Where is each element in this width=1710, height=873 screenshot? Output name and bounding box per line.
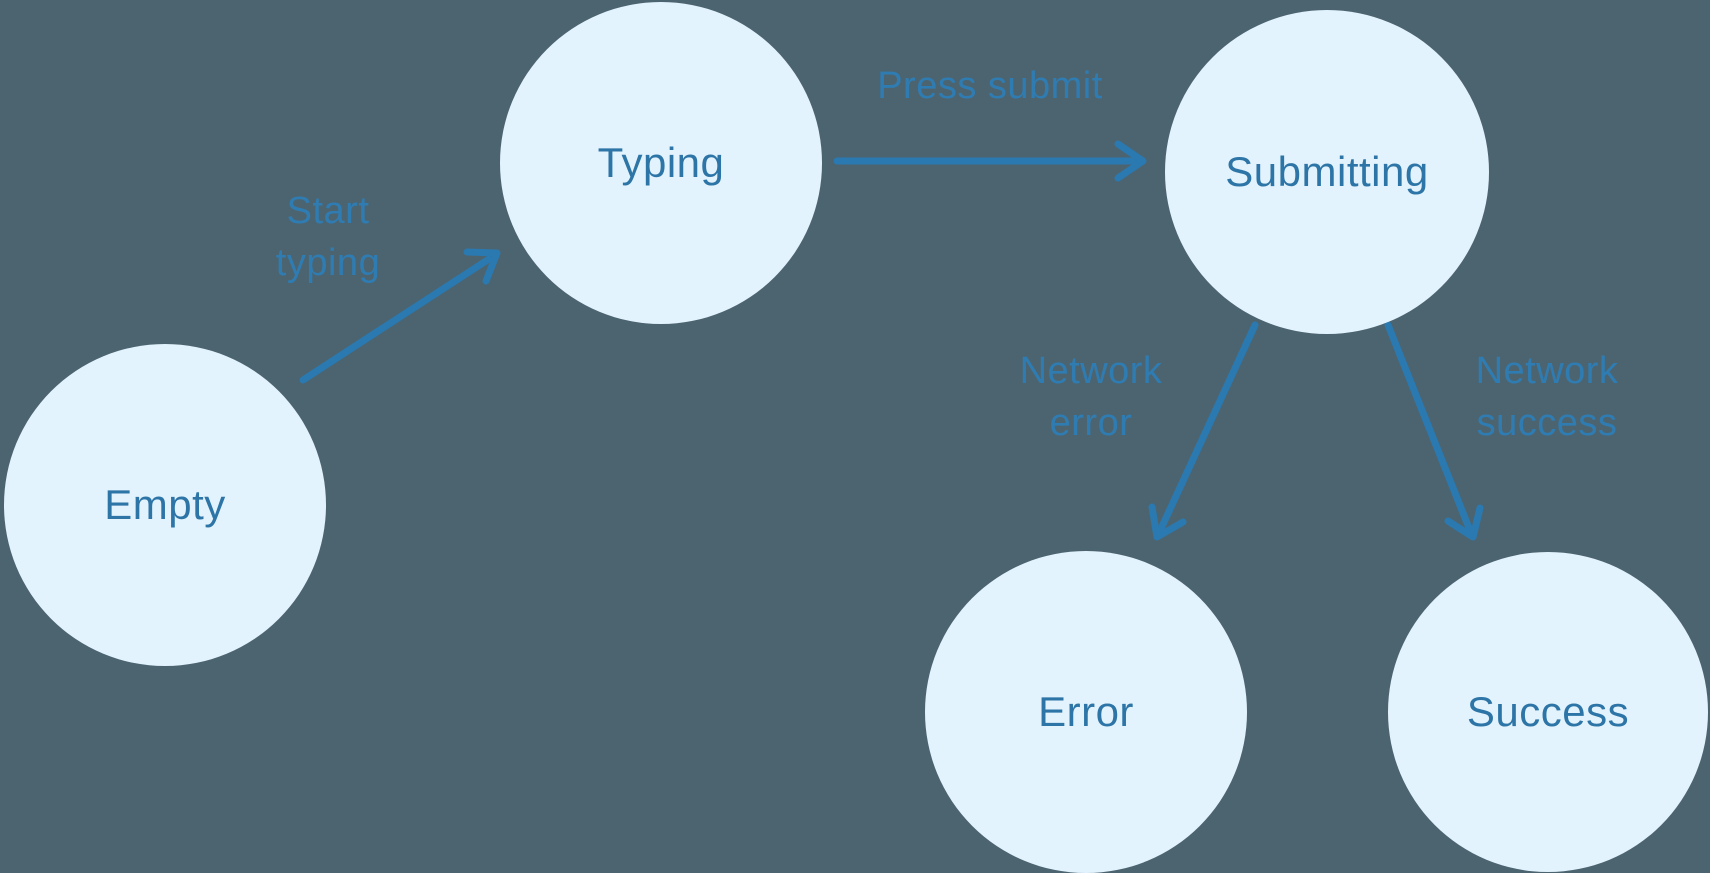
arrow-press-submit-head <box>1114 140 1147 182</box>
arrow-network-success-shaft <box>1384 321 1475 537</box>
state-node-error: Error <box>925 551 1247 873</box>
state-label-typing: Typing <box>597 139 725 186</box>
arrow-start-typing-shaft <box>299 255 493 384</box>
state-node-submitting: Submitting <box>1165 10 1489 334</box>
state-label-submitting: Submitting <box>1225 148 1429 195</box>
transition-label-network-success: Network success <box>1475 350 1619 444</box>
transition-label-start-typing: Start typing <box>275 190 381 284</box>
transition-label-press-submit: Press submit <box>877 65 1103 107</box>
arrow-network-success <box>1384 321 1484 541</box>
state-label-error: Error <box>1038 688 1134 735</box>
arrow-network-error-shaft <box>1155 321 1259 537</box>
arrow-network-error-head <box>1148 503 1187 541</box>
arrow-start-typing-head <box>463 248 501 285</box>
state-node-typing: Typing <box>500 2 822 324</box>
state-node-empty: Empty <box>4 344 326 666</box>
state-node-success: Success <box>1388 552 1708 872</box>
transition-label-network-error: Network error <box>1019 350 1163 444</box>
state-label-success: Success <box>1466 688 1630 735</box>
arrow-press-submit <box>833 140 1147 182</box>
state-label-empty: Empty <box>104 481 226 528</box>
arrow-network-error <box>1148 321 1259 541</box>
arrow-start-typing <box>299 248 501 384</box>
arrow-network-success-head <box>1444 504 1484 541</box>
